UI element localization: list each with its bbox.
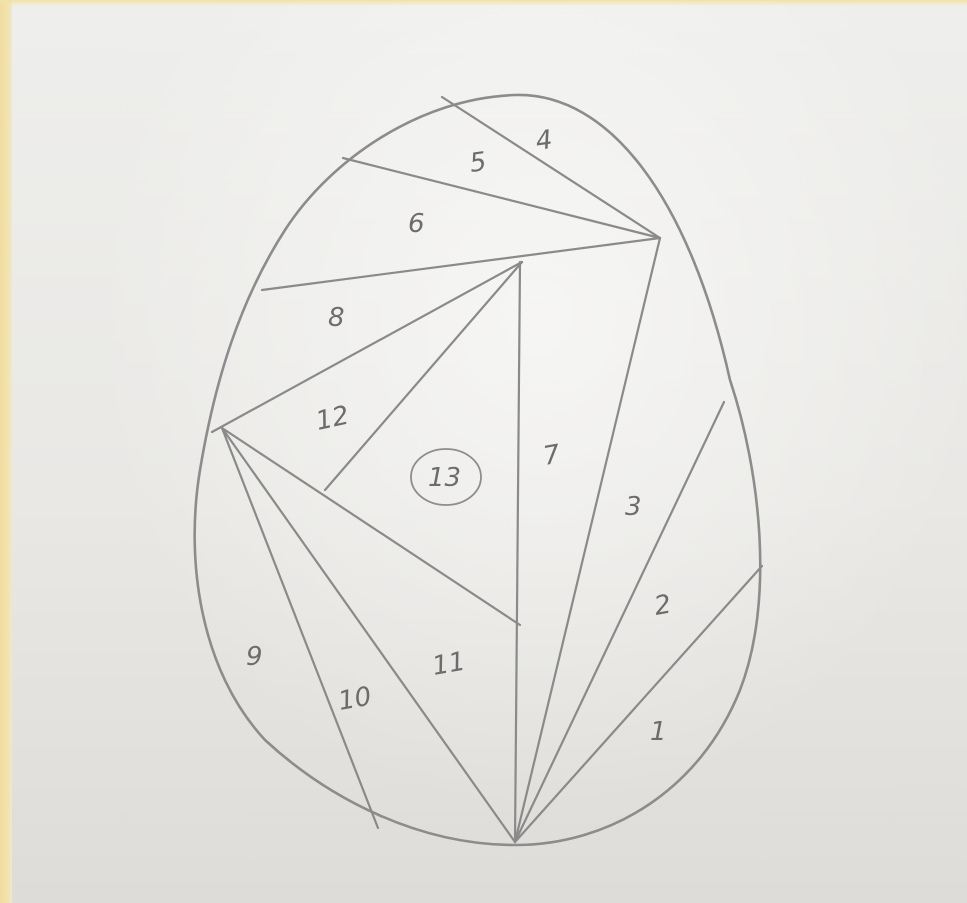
section-label-6: 6	[408, 209, 425, 239]
section-lines	[212, 97, 762, 842]
line-6-8	[262, 238, 660, 290]
section-label-11: 11	[430, 647, 468, 682]
section-label-3: 3	[625, 492, 642, 522]
section-label-5: 5	[468, 147, 489, 179]
section-label-10: 10	[336, 682, 374, 717]
line-7-left	[515, 262, 520, 842]
line-13-11	[222, 428, 520, 625]
section-label-9: 9	[246, 642, 263, 672]
line-5-6	[343, 158, 660, 238]
egg-outline	[195, 95, 761, 845]
section-label-2: 2	[652, 589, 674, 621]
section-label-8: 8	[328, 303, 345, 333]
section-label-12: 12	[313, 401, 352, 437]
section-label-4: 4	[534, 125, 555, 157]
section-label-13: 13	[428, 463, 461, 493]
line-3-7	[515, 238, 660, 842]
line-8-12	[212, 262, 522, 432]
line-11-left	[222, 428, 515, 842]
section-label-7: 7	[541, 439, 563, 471]
section-label-1: 1	[650, 717, 667, 747]
line-1-2	[515, 566, 762, 842]
